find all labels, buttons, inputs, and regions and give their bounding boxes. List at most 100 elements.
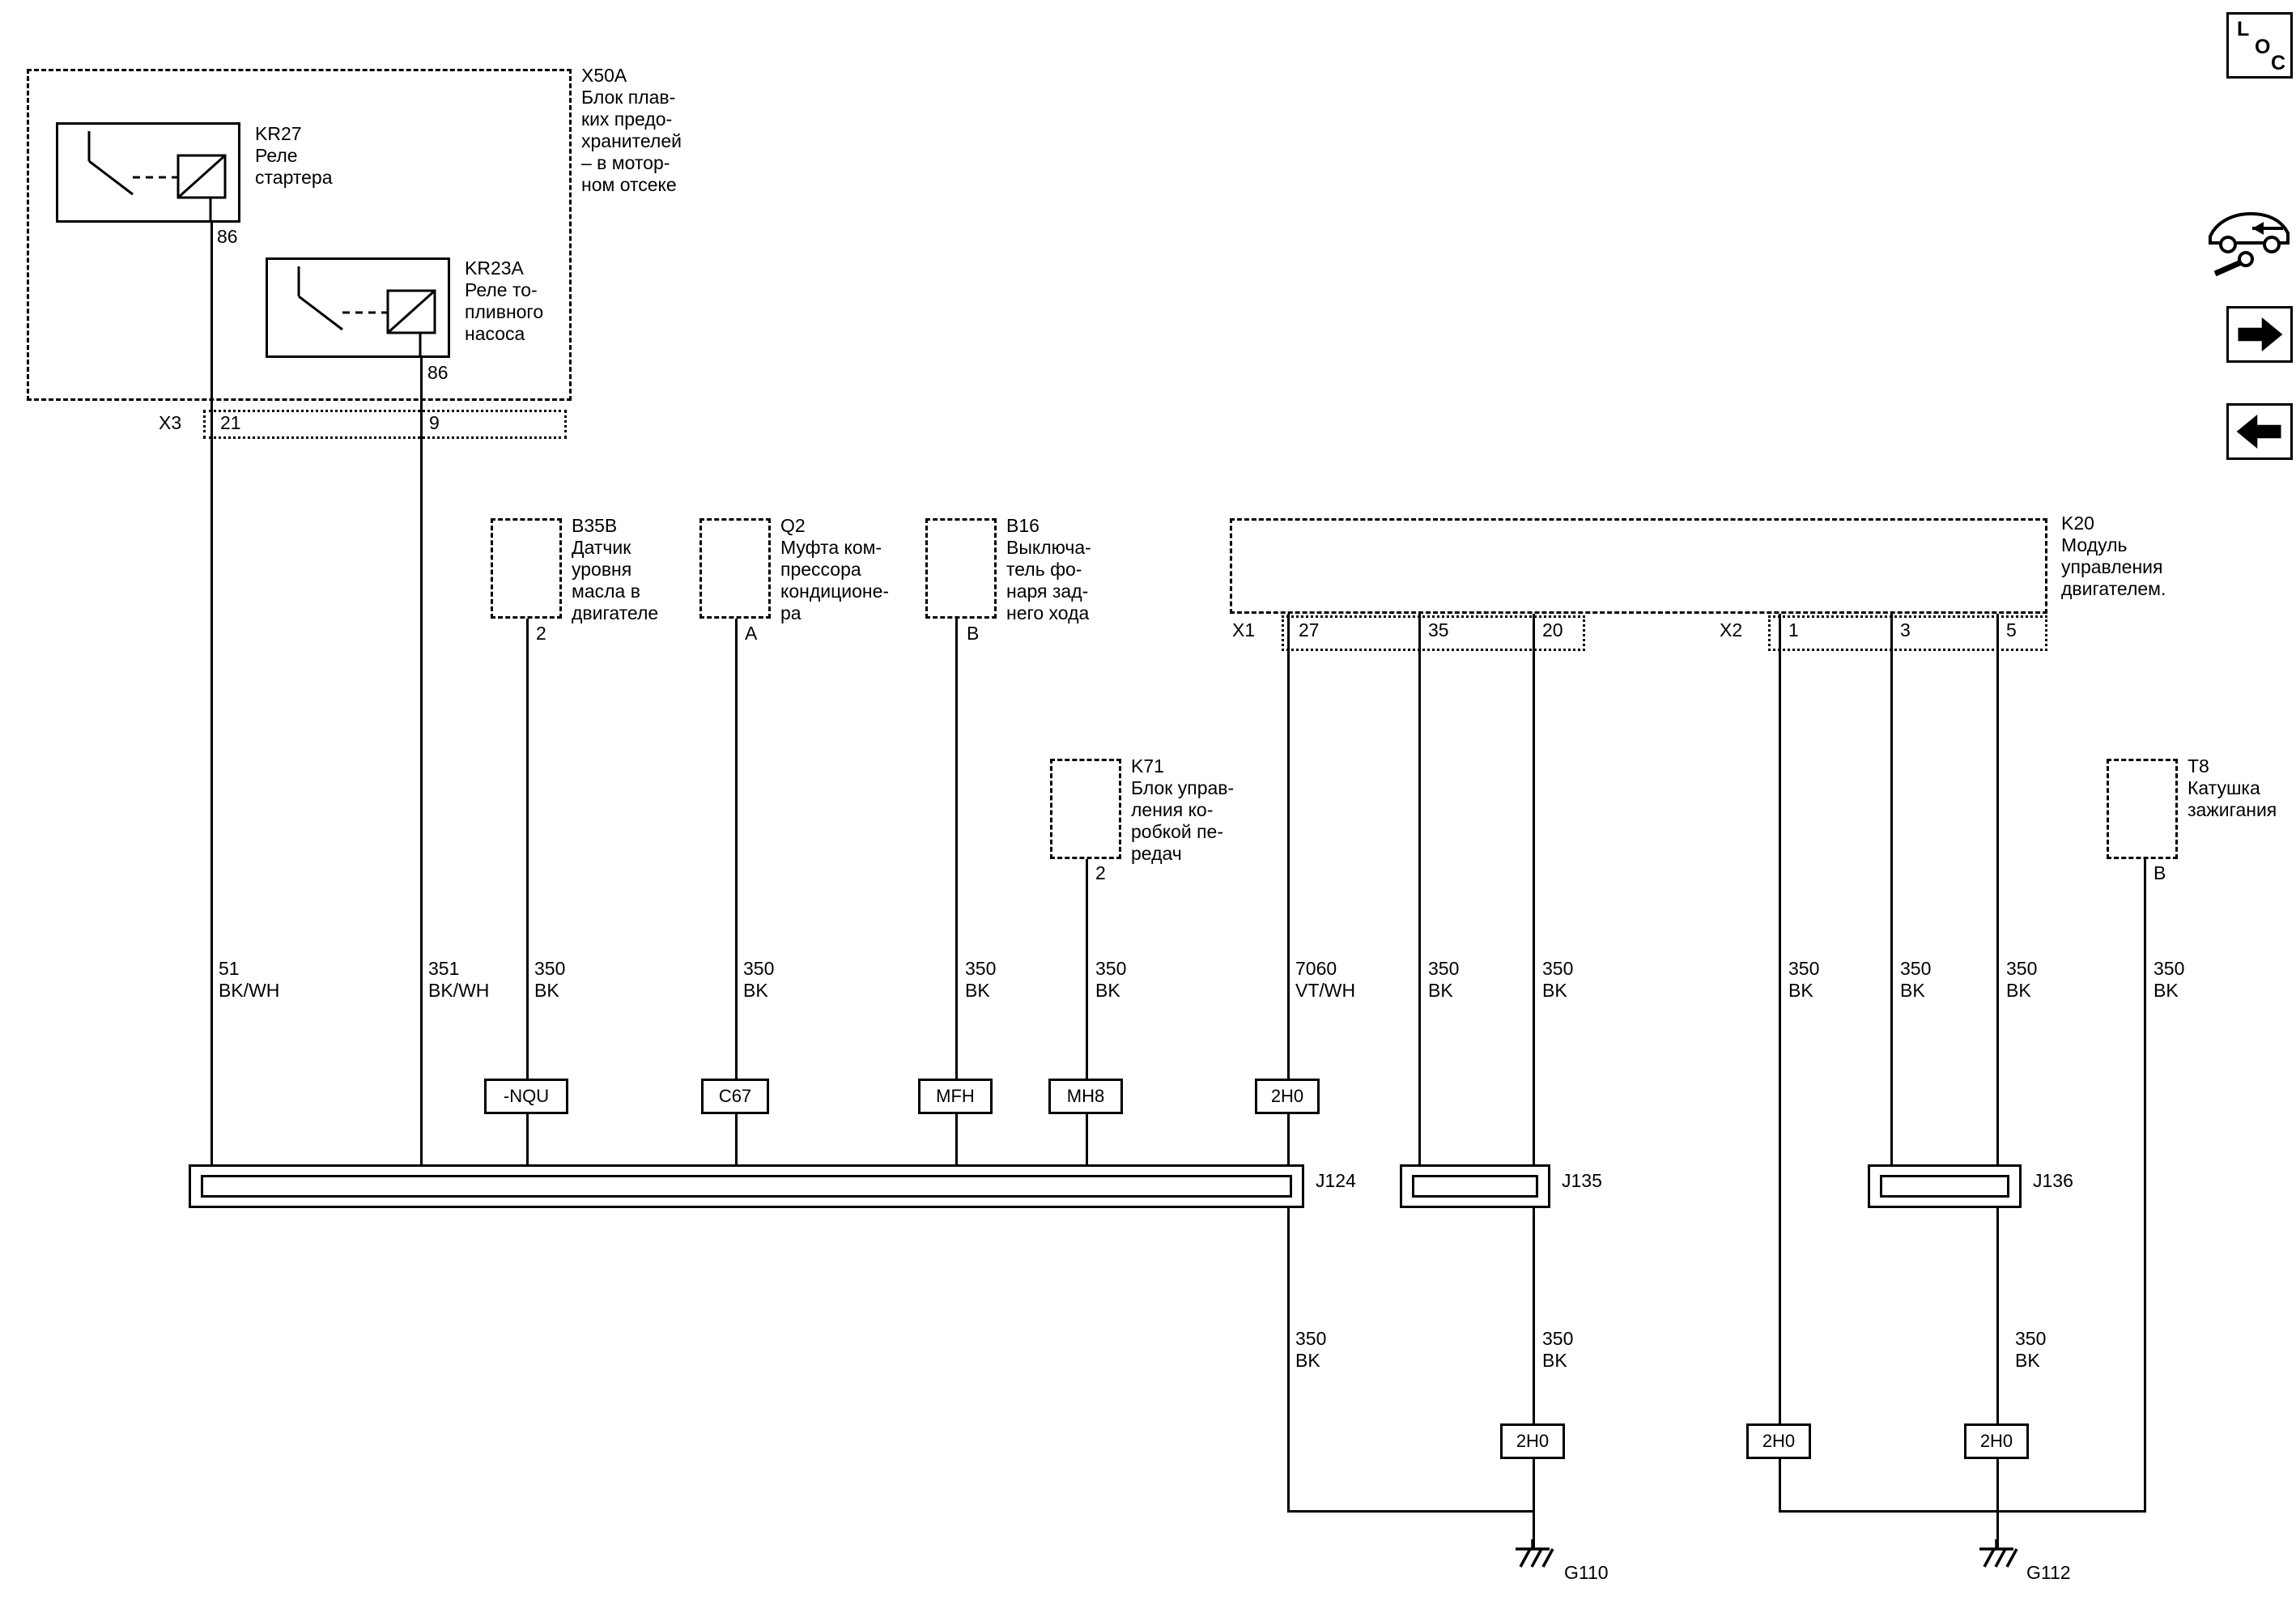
wire-350-below-j124: [1287, 1206, 1290, 1513]
wire-label-350-below-j124: 350 BK: [1295, 1328, 1327, 1371]
connector-x1-strip: [1282, 615, 1585, 651]
component-k71-label: K71 Блок управ- ления ко- робкой пе- ред…: [1131, 755, 1235, 864]
wire-link-g112: [1779, 1510, 2146, 1513]
splice-2h0-g112: 2H0: [1964, 1423, 2029, 1459]
wire-350-b16: [955, 619, 958, 1167]
connector-x3-pin-9: 9: [429, 412, 440, 433]
wire-label-350-x2-1: 350 BK: [1788, 958, 1820, 1001]
relay-kr23a-label: KR23A Реле то- пливного насоса: [465, 257, 544, 344]
ground-g110-icon: [1511, 1539, 1554, 1572]
connector-x1-pin-20: 20: [1542, 619, 1563, 640]
connector-x2-pin-5: 5: [2006, 619, 2017, 640]
component-q2-label: Q2 Муфта ком- прессора кондиционе- ра: [780, 515, 890, 623]
wire-350-x2-5: [1996, 614, 1999, 1167]
relay-symbol-icon: [58, 125, 238, 220]
connector-x2-pin-1: 1: [1788, 619, 1799, 640]
component-k71-pin: 2: [1095, 862, 1106, 883]
wire-350-to-g112: [1996, 1206, 1999, 1550]
splice-2h0-top: 2H0: [1255, 1079, 1320, 1114]
ground-g112-icon: [1975, 1539, 2018, 1572]
module-k20-box: [1230, 518, 2047, 614]
component-t8-pin: B: [2154, 862, 2166, 883]
component-b16-box: [925, 518, 997, 619]
bus-j136-label: J136: [2033, 1170, 2073, 1191]
wire-350-q2: [735, 619, 738, 1167]
connector-x2-label: X2: [1720, 619, 1743, 640]
wire-label-350-x2-3: 350 BK: [1900, 958, 1932, 1001]
component-b35b-label: B35B Датчик уровня масла в двигателе: [572, 515, 659, 623]
wire-350-t8: [2144, 859, 2146, 1513]
wire-label-350-b16: 350 BK: [965, 958, 997, 1001]
splice-mh8: MH8: [1048, 1079, 1123, 1114]
connector-x1-pin-27: 27: [1299, 619, 1320, 640]
relay-kr27-pin: 86: [217, 226, 238, 247]
wire-label-350-q2: 350 BK: [743, 958, 775, 1001]
relay-kr27-label: KR27 Реле стартера: [255, 123, 333, 188]
wire-51-bkwh: [210, 223, 213, 1167]
previous-page-button[interactable]: [2226, 403, 2293, 460]
connector-x3-strip: [203, 410, 567, 439]
arrow-right-icon: [2229, 309, 2290, 360]
wire-label-350-x2-5: 350 BK: [2006, 958, 2038, 1001]
wire-350-x1-20: [1533, 614, 1535, 1167]
component-k71-box: [1050, 759, 1121, 859]
wire-label-350-k71: 350 BK: [1095, 958, 1127, 1001]
component-b16-label: B16 Выключа- тель фо- наря зад- него ход…: [1006, 515, 1091, 623]
connector-x1-label: X1: [1232, 619, 1256, 640]
wire-350-b35b: [526, 619, 529, 1167]
wire-351-bkwh: [420, 358, 423, 1167]
fuse-block-x50a-box: [27, 69, 572, 401]
component-b35b-box: [491, 518, 562, 619]
wire-label-350-g110: 350 BK: [1542, 1328, 1574, 1371]
wire-label-350-x1-20: 350 BK: [1542, 958, 1574, 1001]
next-page-button[interactable]: [2226, 306, 2293, 363]
relay-kr23a-box: [266, 257, 450, 358]
wire-label-351-bkwh: 351 BK/WH: [428, 958, 490, 1001]
wire-350-k71: [1086, 859, 1088, 1167]
ground-g110-label: G110: [1564, 1562, 1609, 1583]
bus-j135: [1400, 1164, 1550, 1208]
wire-link-g110: [1287, 1510, 1535, 1513]
arrow-left-icon: [2229, 406, 2290, 457]
wire-350-x1-35: [1418, 614, 1421, 1167]
loc-button[interactable]: L O C: [2226, 12, 2293, 79]
wire-label-350-t8: 350 BK: [2154, 958, 2185, 1001]
connector-x1-pin-35: 35: [1428, 619, 1449, 640]
splice-nqu: -NQU: [484, 1079, 568, 1114]
splice-2h0-g110: 2H0: [1500, 1423, 1565, 1459]
connector-x3-pin-21: 21: [220, 412, 241, 433]
loc-letter-l: L: [2237, 18, 2250, 40]
loc-letter-o: O: [2255, 36, 2271, 58]
connector-x2-pin-3: 3: [1900, 619, 1911, 640]
wire-350-x2-1: [1779, 614, 1781, 1513]
bus-j124: [189, 1164, 1304, 1208]
wire-label-350-b35b: 350 BK: [534, 958, 566, 1001]
component-t8-label: T8 Катушка зажигания: [2188, 755, 2277, 820]
connector-x3-label: X3: [159, 412, 182, 433]
bus-j124-label: J124: [1316, 1170, 1356, 1191]
fuse-block-x50a-label: X50A Блок плав- ких предо- хранителей – …: [581, 65, 682, 195]
component-q2-pin: A: [745, 623, 758, 644]
relay-kr23a-pin: 86: [427, 362, 449, 383]
bus-j136: [1868, 1164, 2022, 1208]
wire-7060-vtwh: [1287, 614, 1290, 1167]
connector-x2-strip: [1768, 615, 2047, 651]
wire-label-7060-vtwh: 7060 VT/WH: [1295, 958, 1356, 1001]
component-b35b-pin: 2: [536, 623, 546, 644]
module-k20-label: K20 Модуль управления двигателем.: [2061, 513, 2166, 599]
ground-g112-label: G112: [2026, 1562, 2071, 1583]
relay-symbol-icon: [268, 260, 448, 355]
wire-350-x2-3: [1890, 614, 1893, 1167]
splice-mfh: MFH: [918, 1079, 993, 1114]
relay-kr27-box: [56, 122, 240, 223]
component-t8-box: [2107, 759, 2178, 859]
splice-c67: C67: [701, 1079, 769, 1114]
car-service-icon[interactable]: [2204, 199, 2294, 280]
component-b16-pin: B: [967, 623, 980, 644]
loc-letter-c: C: [2271, 52, 2286, 74]
wire-label-51-bkwh: 51 BK/WH: [219, 958, 280, 1001]
wire-350-to-g110: [1533, 1206, 1535, 1550]
bus-j135-label: J135: [1562, 1170, 1602, 1191]
wire-label-350-g112: 350 BK: [2015, 1328, 2047, 1371]
